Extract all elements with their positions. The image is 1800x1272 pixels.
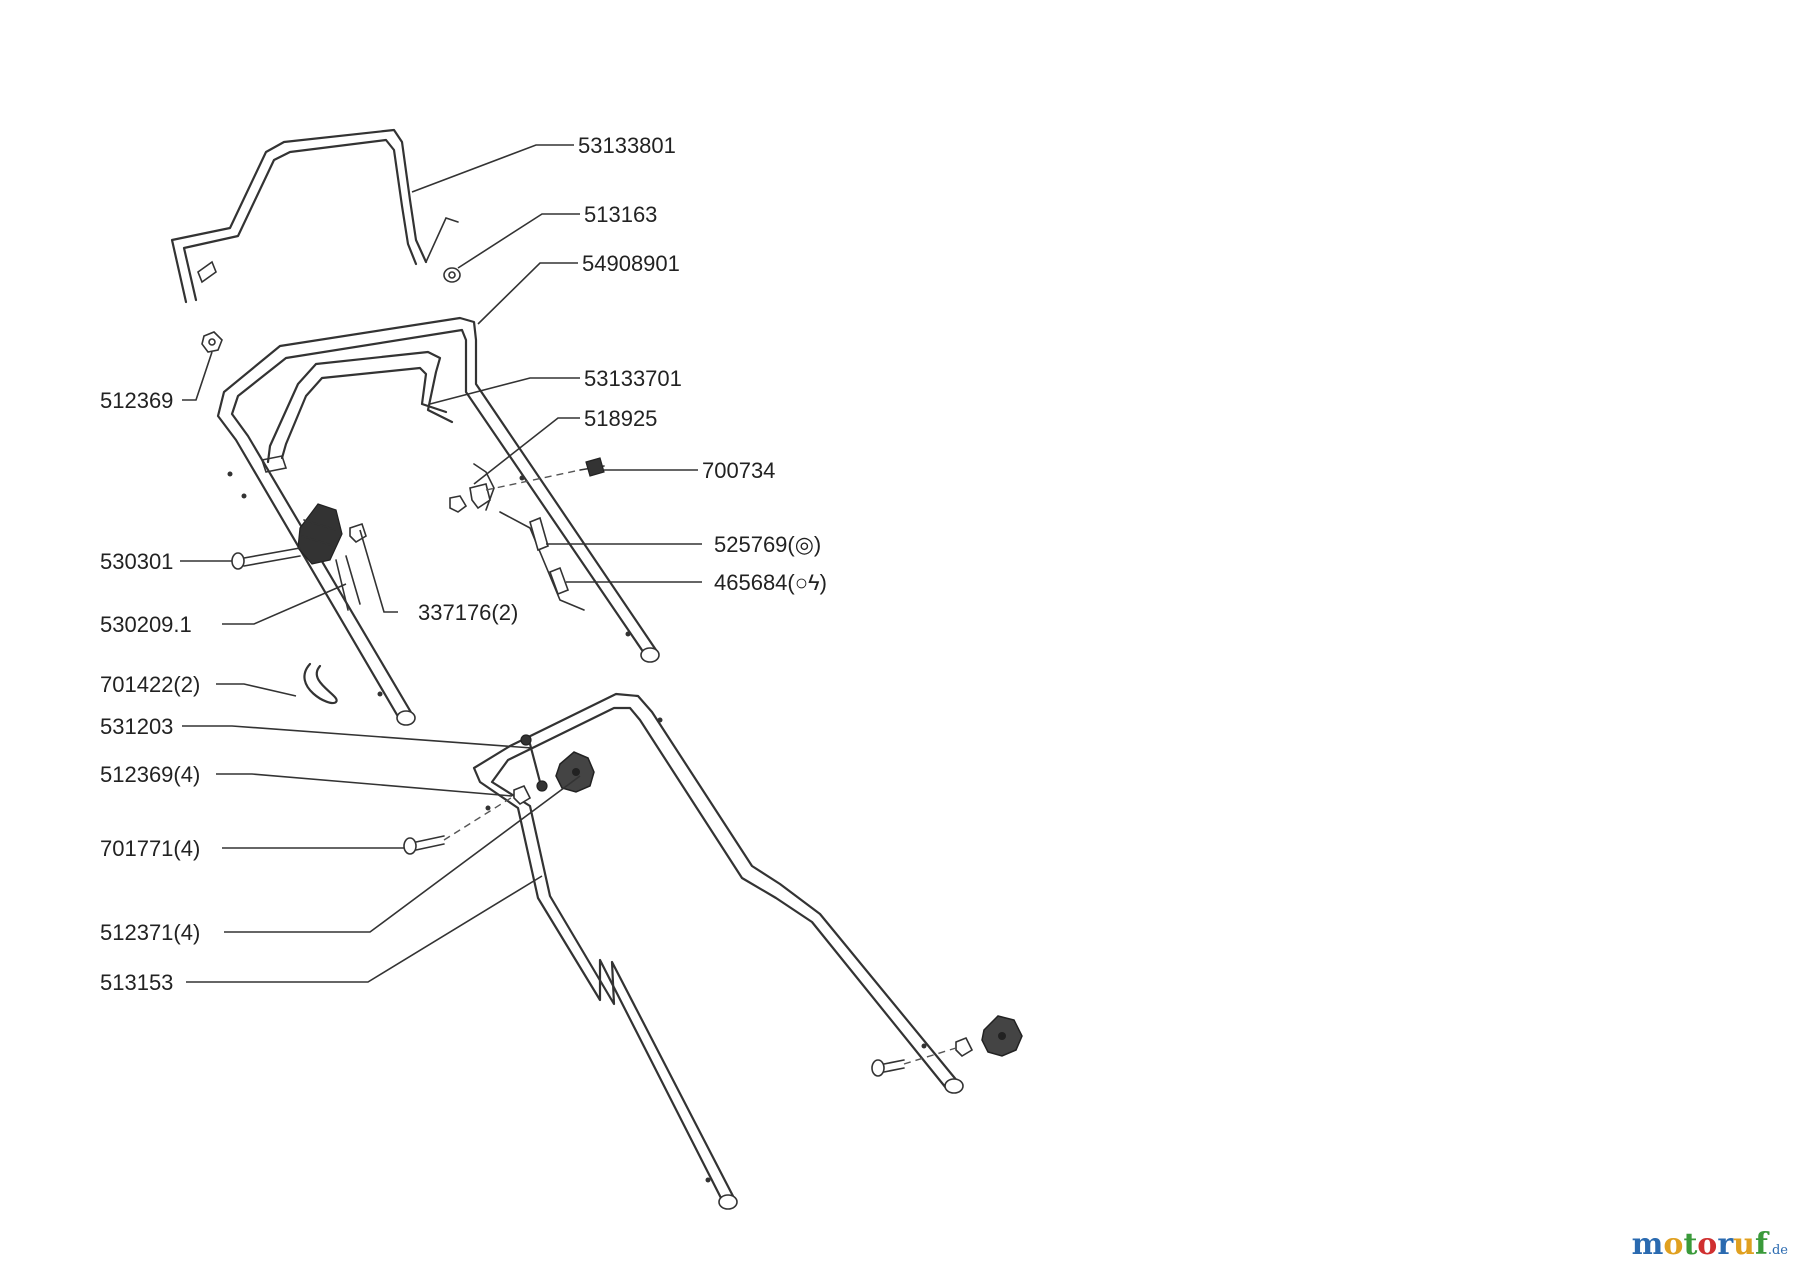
motoruf-watermark-logo: motoruf.de <box>1632 1227 1788 1262</box>
screw-left <box>231 547 301 570</box>
part-label-53133801: 53133801 <box>578 133 676 158</box>
part-label-513153: 513153 <box>100 970 173 995</box>
inner-bail <box>260 350 454 473</box>
pivot-bolt <box>520 734 548 792</box>
star-knob-upper <box>555 751 595 793</box>
part-label-525769: 525769(◎) <box>714 532 821 557</box>
watermark-letter: o <box>1663 1227 1684 1262</box>
leader-lines <box>180 144 702 983</box>
part-labels: 53133801 513163 54908901 512369 53133701… <box>100 133 827 995</box>
bowden-cables <box>499 511 585 611</box>
cable-tie <box>303 662 338 705</box>
cable-clip <box>449 457 605 513</box>
part-label-512369-4: 512369(4) <box>100 762 200 787</box>
washer-lower <box>955 1036 974 1058</box>
part-label-530209-1: 530209.1 <box>100 612 192 637</box>
washer-upper <box>513 784 532 806</box>
control-lever <box>297 503 367 611</box>
upper-handle <box>216 316 660 726</box>
watermark-letter: o <box>1697 1227 1718 1262</box>
part-label-530301: 530301 <box>100 549 173 574</box>
carriage-bolt-upper <box>403 795 515 855</box>
part-label-53133701: 53133701 <box>584 366 682 391</box>
part-label-512371: 512371(4) <box>100 920 200 945</box>
watermark-suffix: .de <box>1767 1243 1788 1258</box>
watermark-letter: f <box>1754 1227 1768 1262</box>
part-label-700734: 700734 <box>702 458 775 483</box>
upper-bail-bar <box>170 128 459 304</box>
part-label-518925: 518925 <box>584 406 657 431</box>
part-label-701422: 701422(2) <box>100 672 200 697</box>
part-label-465684: 465684(○ϟ) <box>714 570 827 595</box>
carriage-bolt-lower <box>871 1047 957 1077</box>
watermark-letter: u <box>1733 1227 1755 1262</box>
part-label-513163: 513163 <box>584 202 657 227</box>
watermark-letter: r <box>1717 1227 1734 1262</box>
part-label-54908901: 54908901 <box>582 251 680 276</box>
part-label-701771: 701771(4) <box>100 836 200 861</box>
part-label-337176: 337176(2) <box>418 600 518 625</box>
watermark-letter: t <box>1683 1227 1698 1262</box>
part-label-512369: 512369 <box>100 388 173 413</box>
star-knob-lower <box>981 1015 1023 1057</box>
washer-top <box>443 267 461 283</box>
part-label-531203: 531203 <box>100 714 173 739</box>
lower-handle <box>472 692 964 1210</box>
watermark-letter: m <box>1631 1227 1664 1262</box>
nut-left <box>201 331 223 353</box>
